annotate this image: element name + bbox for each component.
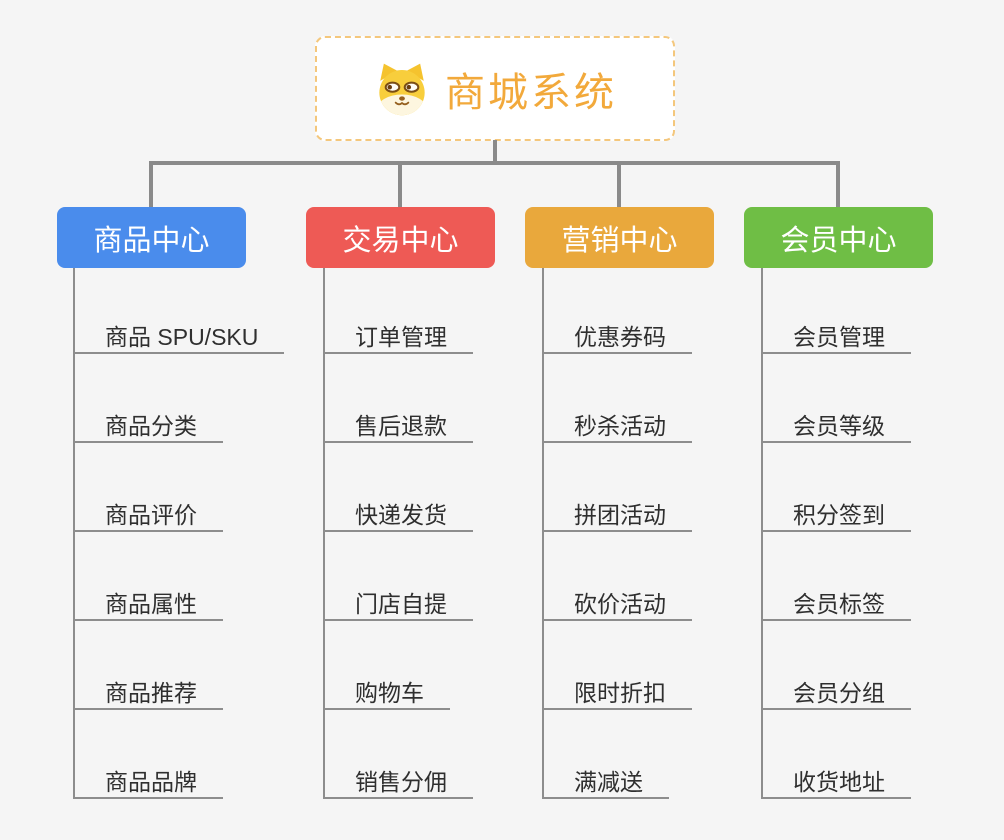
child-node[interactable]: 门店自提 <box>323 589 473 621</box>
branch-node-trade-center[interactable]: 交易中心 <box>306 207 495 268</box>
connector-drop-marketing-center <box>617 163 621 208</box>
dog-face-icon <box>373 60 431 118</box>
child-node[interactable]: 会员等级 <box>761 411 911 443</box>
connector-horizontal-bar <box>149 161 840 165</box>
child-node[interactable]: 限时折扣 <box>542 678 692 710</box>
child-node[interactable]: 秒杀活动 <box>542 411 692 443</box>
root-title: 商城系统 <box>445 70 617 115</box>
root-node[interactable]: 商城系统 <box>315 36 675 141</box>
child-node[interactable]: 售后退款 <box>323 411 473 443</box>
child-node[interactable]: 砍价活动 <box>542 589 692 621</box>
connector-drop-member-center <box>836 163 840 208</box>
branch-spine-product-center <box>73 268 75 799</box>
connector-root-stem <box>493 140 497 164</box>
child-node[interactable]: 会员管理 <box>761 322 911 354</box>
child-node[interactable]: 商品推荐 <box>73 678 223 710</box>
branch-node-marketing-center[interactable]: 营销中心 <box>525 207 714 268</box>
child-node[interactable]: 商品评价 <box>73 500 223 532</box>
child-node[interactable]: 满减送 <box>542 767 669 799</box>
branch-spine-marketing-center <box>542 268 544 799</box>
child-node[interactable]: 销售分佣 <box>323 767 473 799</box>
branch-spine-member-center <box>761 268 763 799</box>
child-node[interactable]: 拼团活动 <box>542 500 692 532</box>
child-node[interactable]: 会员标签 <box>761 589 911 621</box>
child-node[interactable]: 商品属性 <box>73 589 223 621</box>
child-node[interactable]: 优惠券码 <box>542 322 692 354</box>
branch-node-product-center[interactable]: 商品中心 <box>57 207 246 268</box>
connector-drop-trade-center <box>398 163 402 208</box>
connector-drop-product-center <box>149 163 153 208</box>
child-node[interactable]: 会员分组 <box>761 678 911 710</box>
child-node[interactable]: 商品 SPU/SKU <box>73 322 285 354</box>
child-node[interactable]: 快递发货 <box>323 500 473 532</box>
child-node[interactable]: 商品品牌 <box>73 767 223 799</box>
child-node[interactable]: 订单管理 <box>323 322 473 354</box>
child-node[interactable]: 收货地址 <box>761 767 911 799</box>
child-node[interactable]: 商品分类 <box>73 411 223 443</box>
branch-node-member-center[interactable]: 会员中心 <box>744 207 933 268</box>
branch-spine-trade-center <box>323 268 325 799</box>
child-node[interactable]: 购物车 <box>323 678 450 710</box>
child-node[interactable]: 积分签到 <box>761 500 911 532</box>
